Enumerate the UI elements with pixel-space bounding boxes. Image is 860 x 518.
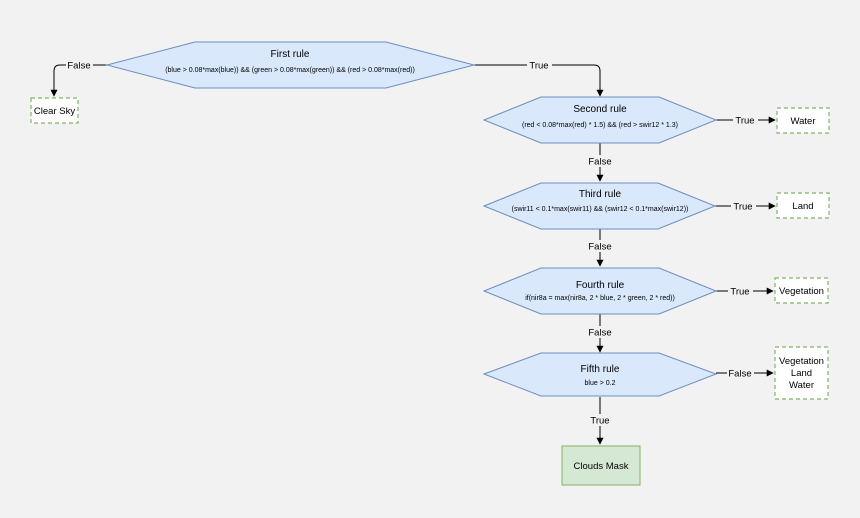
rule-1-title: First rule	[271, 49, 310, 60]
rule-1-node: First rule (blue > 0.08*max(blue)) && (g…	[105, 41, 476, 89]
rule-5-condition: blue > 0.2	[585, 380, 616, 387]
outcome-land-label: Land	[792, 201, 813, 212]
label-rule5-true: True	[590, 416, 609, 427]
rule-1-condition: (blue > 0.08*max(blue)) && (green > 0.08…	[165, 67, 415, 74]
outcome-land: Land	[776, 192, 830, 219]
rule-2-node: Second rule (red < 0.08*max(red) * 1.5) …	[482, 96, 718, 144]
rule-2-condition: (red < 0.08*max(red) * 1.5) && (red > sw…	[522, 122, 678, 129]
outcome-mixed-line-3: Water	[789, 380, 814, 391]
outcome-vegetation: Vegetation	[774, 277, 829, 304]
outcome-clear-sky-label: Clear Sky	[34, 106, 75, 117]
outcome-clouds-mask-label: Clouds Mask	[574, 461, 629, 472]
rule-4-condition: if(nir8a = max(nir8a, 2 * blue, 2 * gree…	[525, 295, 675, 302]
edge-labels: False True True False True False True Fa…	[66, 59, 758, 427]
rule-3-condition: (swir11 < 0.1*max(swir11) && (swir12 < 0…	[512, 206, 689, 213]
outcome-clouds-mask: Clouds Mask	[561, 445, 641, 486]
label-rule2-false: False	[588, 157, 611, 168]
label-rule1-false: False	[67, 61, 90, 72]
edge-rule1-true	[474, 64, 604, 97]
outcome-mixed-line-2: Land	[791, 368, 812, 379]
edge-rule1-false	[50, 64, 107, 97]
rule-3-node: Third rule (swir11 < 0.1*max(swir11) && …	[482, 182, 717, 230]
rule-2-title: Second rule	[573, 104, 627, 115]
rule-4-title: Fourth rule	[576, 280, 625, 291]
outcome-clear-sky: Clear Sky	[30, 97, 79, 124]
label-rule4-false: False	[588, 328, 611, 339]
rule-5-node: Fifth rule blue > 0.2	[482, 352, 718, 397]
rule-3-title: Third rule	[579, 189, 622, 200]
outcome-water-label: Water	[791, 116, 816, 127]
outcome-vegetation-label: Vegetation	[779, 286, 824, 297]
label-rule1-true: True	[529, 61, 548, 72]
outcome-mixed: Vegetation Land Water	[774, 346, 829, 400]
label-rule3-false: False	[588, 242, 611, 253]
label-rule5-false: False	[728, 369, 751, 380]
label-rule3-true: True	[733, 202, 752, 213]
rule-5-title: Fifth rule	[581, 364, 620, 375]
label-rule2-true: True	[735, 116, 754, 127]
rule-4-node: Fourth rule if(nir8a = max(nir8a, 2 * bl…	[482, 267, 718, 315]
outcome-water: Water	[776, 107, 830, 134]
label-rule4-true: True	[730, 287, 749, 298]
outcome-mixed-line-1: Vegetation	[779, 356, 824, 367]
